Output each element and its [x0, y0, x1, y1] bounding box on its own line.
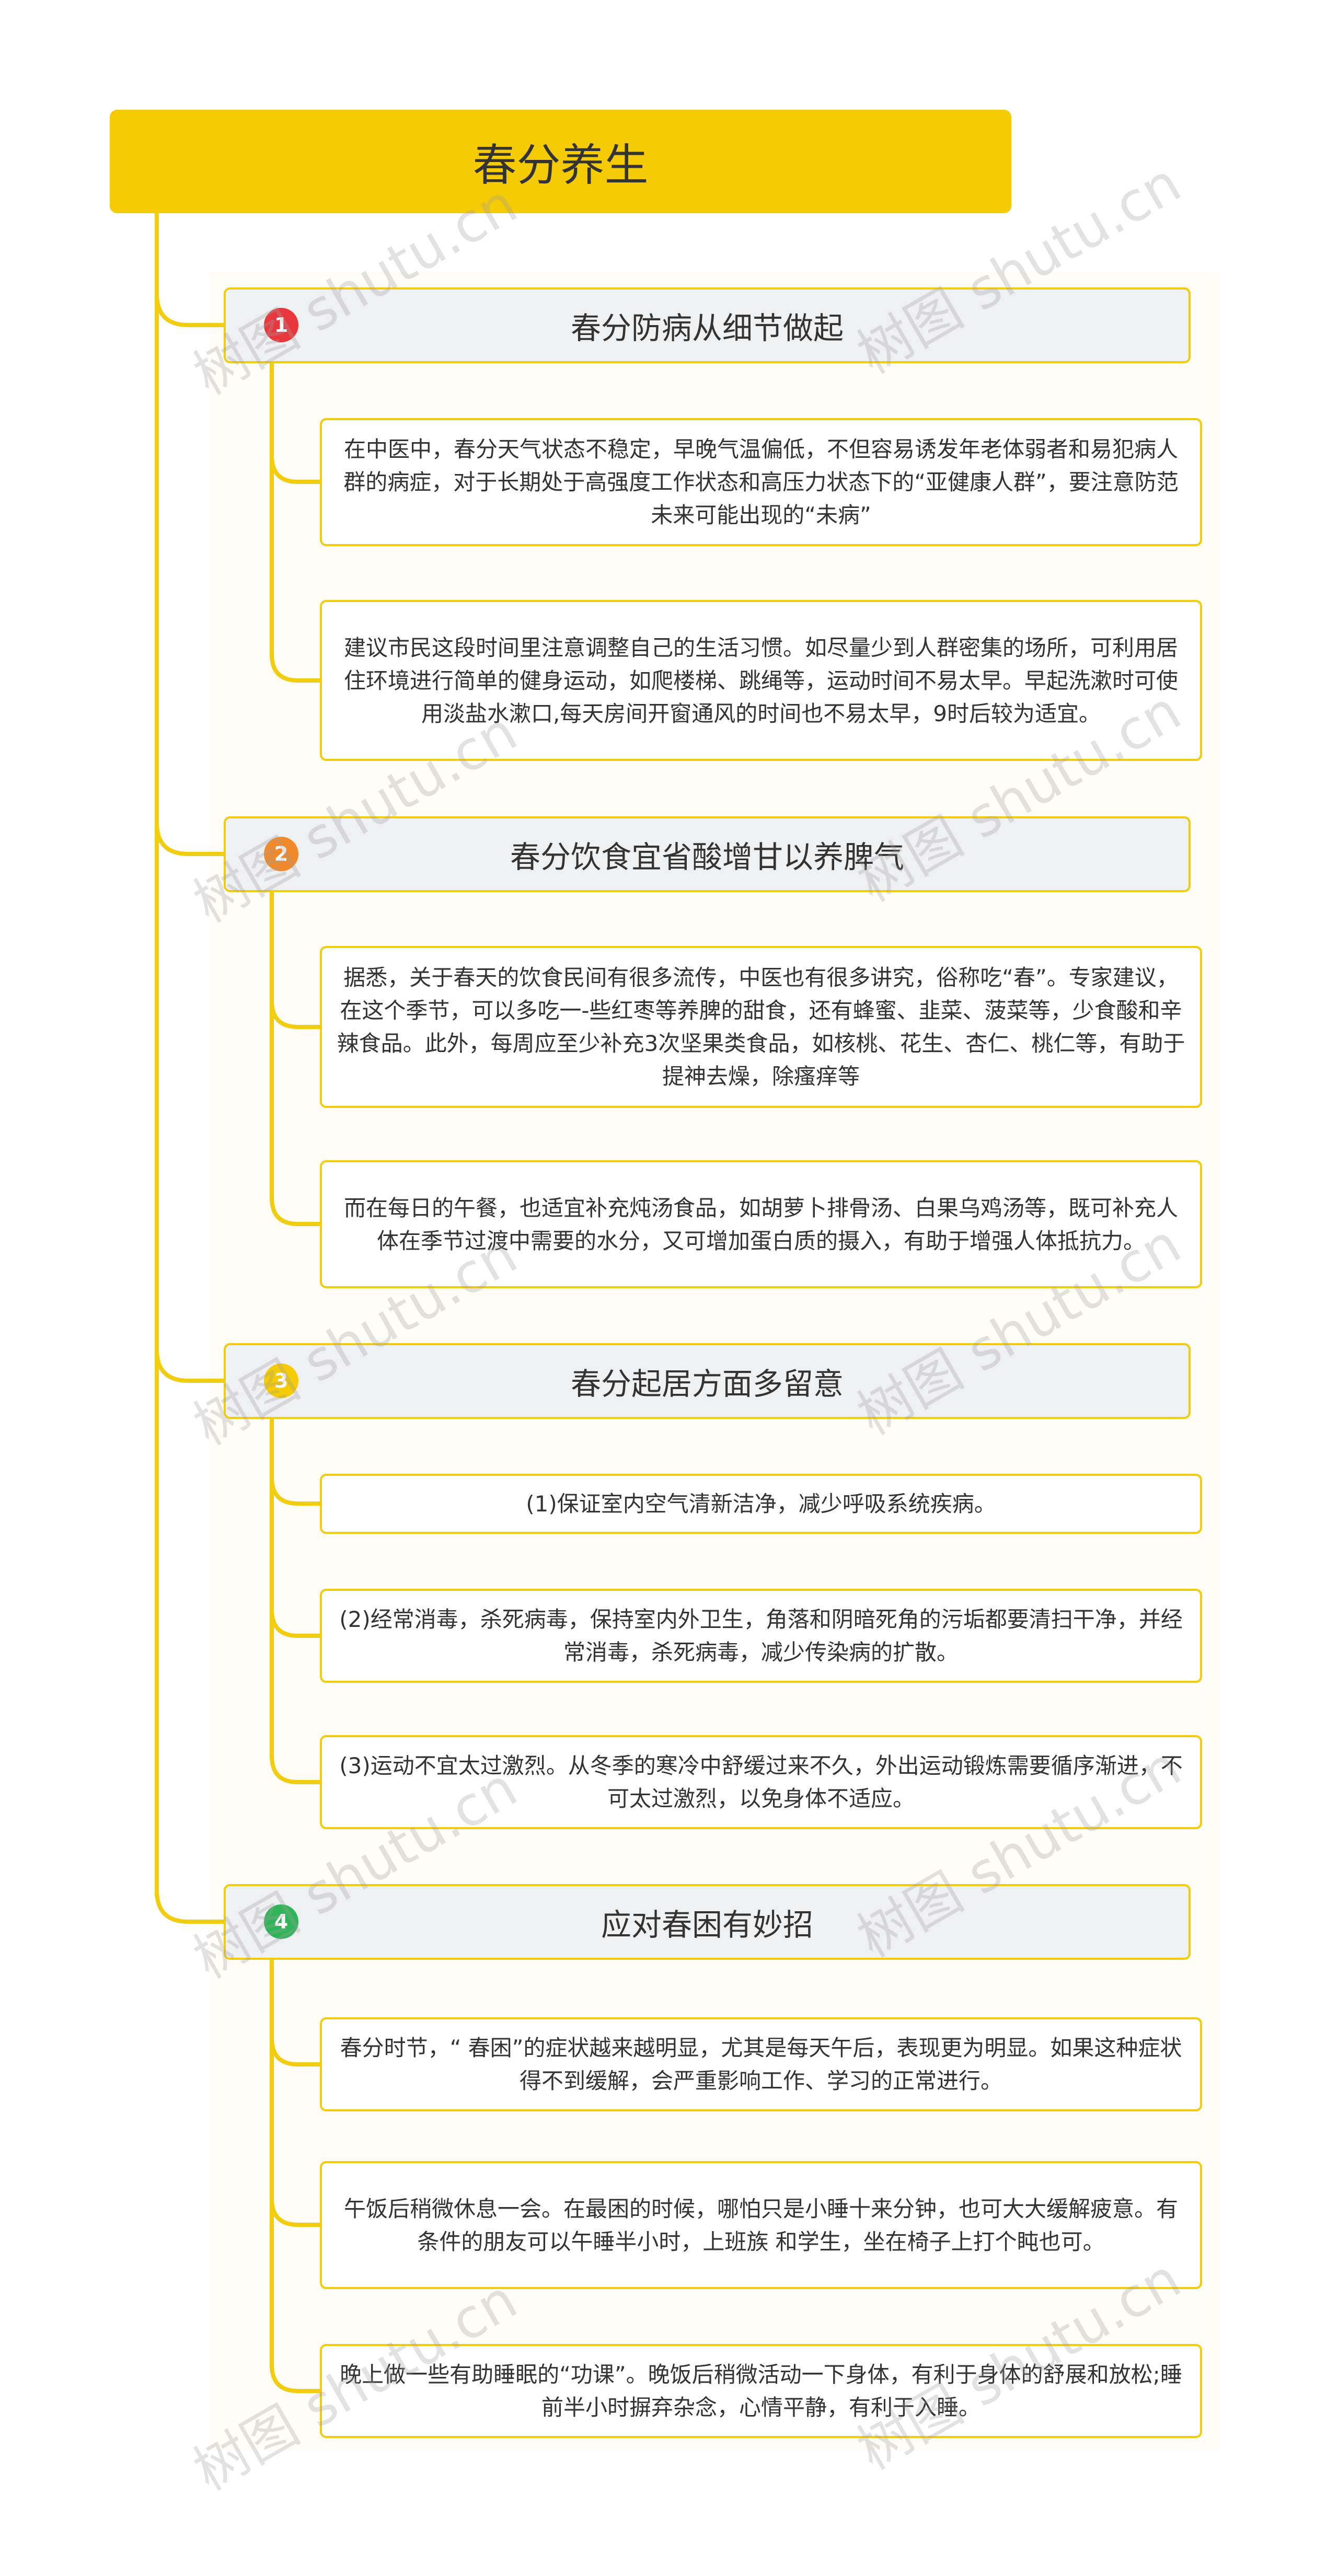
topic-4-item-3-connector	[270, 2363, 322, 2393]
topic-4-item-3[interactable]: 晚上做一些有助睡眠的“功课”。晚饭后稍微活动一下身体，有利于身体的舒展和放松;睡…	[320, 2344, 1202, 2438]
topic-4-label: 应对春困有妙招	[601, 1907, 813, 1943]
topic-2-item-2[interactable]: 而在每日的午餐，也适宜补充炖汤食品，如胡萝卜排骨汤、白果乌鸡汤等，既可补充人体在…	[320, 1160, 1202, 1288]
topic-3-item-1-text: (1)保证室内空气清新洁净，减少呼吸系统疾病。	[526, 1491, 996, 1517]
topic-2-item-2-connector	[270, 1196, 322, 1226]
topic-1-item-1-connector	[270, 454, 322, 484]
topic-4-item-2-text: 午饭后稍微休息一会。在最困的时候，哪怕只是小睡十来分钟，也可大大缓解疲意。有条件…	[343, 2196, 1178, 2255]
topic-4-item-2-connector	[270, 2197, 322, 2227]
topic-1-item-1-text: 在中医中，春分天气状态不稳定，早晚气温偏低，不但容易诱发年老体弱者和易犯病人群的…	[343, 436, 1179, 528]
topic-4-item-1[interactable]: 春分时节，“ 春困”的症状越来越明显，尤其是每天午后，表现更为明显。如果这种症状…	[320, 2017, 1202, 2111]
topic-2-label: 春分饮食宜省酸增甘以养脾气	[510, 839, 904, 875]
topic-2[interactable]: 春分饮食宜省酸增甘以养脾气	[224, 816, 1191, 892]
topic-3-item-3-connector	[270, 1754, 322, 1784]
root-topic-label: 春分养生	[472, 139, 649, 191]
topic-3-item-1[interactable]: (1)保证室内空气清新洁净，减少呼吸系统疾病。	[320, 1474, 1202, 1534]
topic-2-item-1-connector	[270, 999, 322, 1029]
topic-3-item-2-text: (2)经常消毒，杀死病毒，保持室内外卫生，角落和阴暗死角的污垢都要清扫干净，并经…	[339, 1607, 1183, 1665]
topic-3-item-3[interactable]: (3)运动不宜太过激烈。从冬季的寒冷中舒缓过来不久，外出运动锻炼需要循序渐进，不…	[320, 1735, 1202, 1829]
topic-1-item-2[interactable]: 建议市民这段时间里注意调整自己的生活习惯。如尽量少到人群密集的场所，可利用居住环…	[320, 600, 1202, 761]
topic-1-label: 春分防病从细节做起	[570, 310, 844, 346]
topic-4-item-1-text: 春分时节，“ 春困”的症状越来越明显，尤其是每天午后，表现更为明显。如果这种症状…	[340, 2035, 1182, 2094]
topic-4-item-3-text: 晚上做一些有助睡眠的“功课”。晚饭后稍微活动一下身体，有利于身体的舒展和放松;睡…	[340, 2362, 1182, 2420]
topic-2-item-2-text: 而在每日的午餐，也适宜补充炖汤食品，如胡萝卜排骨汤、白果乌鸡汤等，既可补充人体在…	[343, 1195, 1178, 1254]
topic-2-item-1-text: 据悉，关于春天的饮食民间有很多流传，中医也有很多讲究，俗称吃“春”。专家建议，在…	[337, 965, 1185, 1089]
topic-3-item-2[interactable]: (2)经常消毒，杀死病毒，保持室内外卫生，角落和阴暗死角的污垢都要清扫干净，并经…	[320, 1589, 1202, 1683]
topic-4-connector	[155, 1888, 226, 1924]
badge-3-icon: 3	[264, 1364, 298, 1398]
topic-2-item-1[interactable]: 据悉，关于春天的饮食民间有很多流传，中医也有很多讲究，俗称吃“春”。专家建议，在…	[320, 946, 1202, 1108]
topic-2-connector	[155, 821, 226, 856]
topic-3-connector	[155, 1347, 226, 1383]
topic-1-item-1[interactable]: 在中医中，春分天气状态不稳定，早晚气温偏低，不但容易诱发年老体弱者和易犯病人群的…	[320, 418, 1202, 546]
topic-1[interactable]: 春分防病从细节做起	[224, 287, 1191, 363]
topic-3-item-1-connector	[270, 1475, 322, 1506]
topic-4-item-1-connector	[270, 2036, 322, 2066]
topic-1-item-2-connector	[270, 652, 322, 683]
topic-3[interactable]: 春分起居方面多留意	[224, 1343, 1191, 1419]
topic-1-connector	[155, 292, 226, 327]
badge-4-icon: 4	[264, 1904, 298, 1939]
topic-3-item-2-connector	[270, 1608, 322, 1638]
topic-3-label: 春分起居方面多留意	[570, 1366, 844, 1402]
topic-3-item-3-text: (3)运动不宜太过激烈。从冬季的寒冷中舒缓过来不久，外出运动锻炼需要循序渐进，不…	[339, 1753, 1183, 1811]
topic-1-item-2-text: 建议市民这段时间里注意调整自己的生活习惯。如尽量少到人群密集的场所，可利用居住环…	[343, 634, 1178, 726]
topic-4[interactable]: 应对春困有妙招	[224, 1884, 1191, 1960]
badge-1-icon: 1	[264, 308, 298, 342]
topic-4-item-2[interactable]: 午饭后稍微休息一会。在最困的时候，哪怕只是小睡十来分钟，也可大大缓解疲意。有条件…	[320, 2161, 1202, 2289]
root-topic[interactable]: 春分养生	[110, 110, 1011, 213]
badge-2-icon: 2	[264, 837, 298, 871]
